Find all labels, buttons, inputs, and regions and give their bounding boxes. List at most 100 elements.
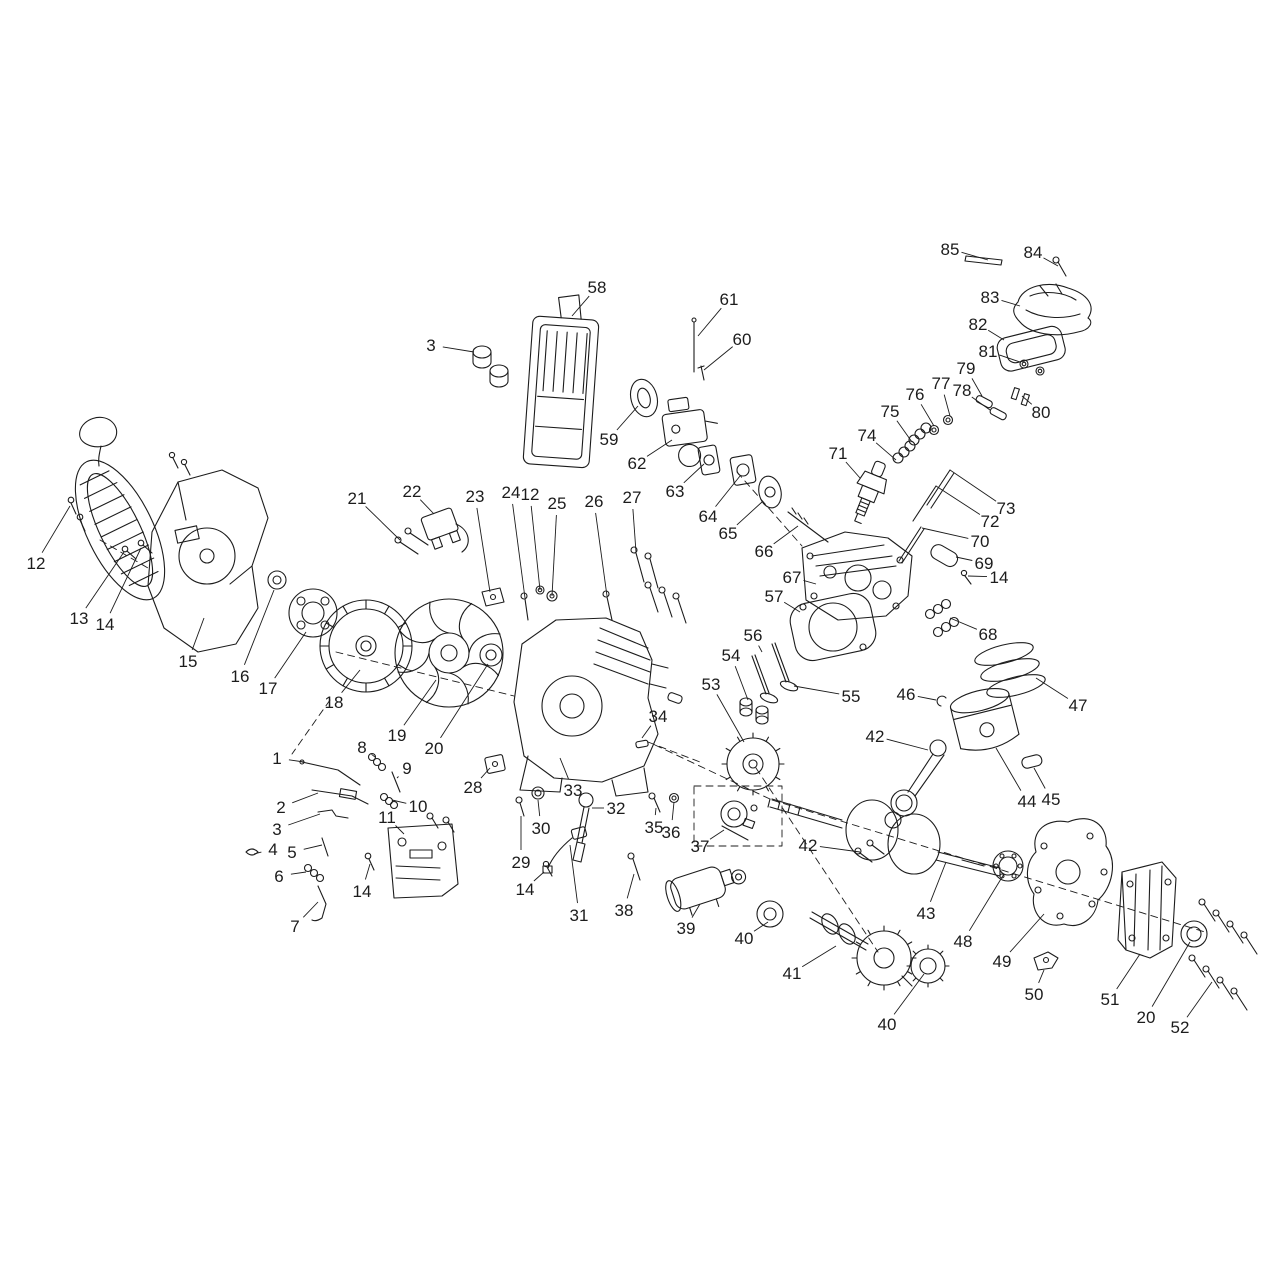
part-callout-68-18: 68: [979, 625, 998, 644]
part-callout-57-74: 57: [765, 587, 784, 606]
part-callout-83-2: 83: [981, 288, 1000, 307]
leader-line-28-47: [480, 767, 491, 779]
leader-line-41-61: [801, 945, 837, 968]
piston: [949, 687, 1020, 751]
part-callout-50-67: 50: [1025, 985, 1044, 1004]
part-callout-85-0: 85: [941, 240, 960, 259]
part-callout-73-13: 73: [997, 499, 1016, 518]
part-callout-70-15: 70: [971, 532, 990, 551]
leader-line-9-83: [396, 776, 399, 779]
part-callout-37-57: 37: [691, 837, 710, 856]
leader-line-43-64: [929, 861, 947, 902]
crank-bearing: [992, 850, 1024, 882]
part-callout-15-33: 15: [179, 652, 198, 671]
leader-line-30-48: [537, 799, 541, 817]
leader-line-75-10: [896, 420, 913, 443]
leader-line-33-52: [559, 757, 569, 780]
leader-line-64-22: [715, 475, 741, 507]
blower-fan-wheel: [394, 598, 504, 708]
oil-sensor: [542, 826, 588, 874]
leader-line-77-7: [943, 394, 951, 417]
leader-line-26-45: [595, 512, 608, 597]
flywheel: [319, 599, 413, 693]
leader-line-36-56: [671, 801, 675, 821]
part-callout-12-43: 12: [521, 485, 540, 504]
leader-line-15-33: [191, 617, 205, 650]
starter-cup: [267, 570, 287, 590]
part-callout-55-75: 55: [842, 687, 861, 706]
cover-gasket: [996, 325, 1066, 372]
head-gasket: [789, 592, 877, 662]
leader-line-83-2: [1001, 299, 1021, 307]
part-callout-49-66: 49: [993, 952, 1012, 971]
engine-illustration: [67, 255, 1258, 1011]
camshaft: [809, 911, 917, 991]
leader-line-38-58: [626, 873, 635, 899]
valve-cover: [1013, 283, 1092, 336]
cylinder-head: [801, 531, 913, 621]
part-callout-52-70: 52: [1171, 1018, 1190, 1037]
part-callout-74-11: 74: [858, 426, 877, 445]
piston-rings: [974, 642, 1046, 698]
leader-line-14-32: [109, 547, 142, 614]
carburetor-gasket: [629, 378, 659, 418]
leader-line-85-0: [961, 251, 989, 261]
leader-line-39-59: [691, 903, 701, 918]
part-callout-71-12: 71: [829, 444, 848, 463]
part-callout-56-73: 56: [744, 626, 763, 645]
part-callout-5-89: 5: [287, 843, 296, 862]
leader-line-79-5: [971, 378, 983, 397]
part-callout-64-22: 64: [699, 507, 718, 526]
part-callout-27-46: 27: [623, 488, 642, 507]
part-callout-30-48: 30: [532, 819, 551, 838]
valves: [751, 642, 799, 704]
part-callout-77-7: 77: [932, 374, 951, 393]
leader-line-14-50: [533, 871, 545, 882]
leader-line-17-35: [274, 631, 307, 679]
leader-line-37-57: [709, 829, 725, 840]
oil-dipstick: [572, 792, 594, 863]
cover-bolt: [1052, 256, 1067, 277]
leader-line-61-26: [697, 307, 722, 337]
leader-line-48-65: [968, 873, 1005, 932]
leader-line-20-38: [440, 663, 489, 739]
leader-line-2-84: [292, 792, 319, 804]
part-callout-78-6: 78: [953, 381, 972, 400]
oil-splasher: [1033, 951, 1059, 971]
part-callout-60-27: 60: [733, 330, 752, 349]
leader-line-4-88: [253, 851, 262, 855]
leader-line-47-77: [1035, 677, 1069, 699]
head-studs: [787, 507, 829, 543]
part-callout-10-86: 10: [409, 797, 428, 816]
part-callout-40-60: 40: [735, 929, 754, 948]
part-callout-67-19: 67: [783, 568, 802, 587]
starter-screws: [67, 451, 191, 560]
leader-line-74-11: [875, 442, 897, 461]
pin-clip: [936, 695, 947, 707]
leader-line-7-92: [302, 901, 319, 918]
leader-line-27-46: [632, 508, 637, 553]
leader-line-45-80: [1033, 767, 1046, 789]
spark-plug: [854, 460, 887, 525]
part-callout-25-44: 25: [548, 494, 567, 513]
part-callout-22-40: 22: [403, 482, 422, 501]
leader-line-54-72: [734, 666, 749, 701]
leader-line-6-90: [290, 871, 307, 875]
part-callout-39-59: 39: [677, 919, 696, 938]
leader-line-78-6: [971, 396, 991, 411]
leader-line-12-43: [530, 505, 541, 591]
leader-line-51-68: [1116, 953, 1141, 990]
leader-line-5-89: [303, 844, 323, 850]
leader-line-65-21: [736, 501, 763, 526]
part-callout-12-30: 12: [27, 554, 46, 573]
leader-line-66-20: [773, 525, 799, 545]
part-callout-26-45: 26: [585, 492, 604, 511]
cap-plugs: [472, 345, 509, 388]
part-callout-46-76: 46: [897, 685, 916, 704]
part-callout-9-83: 9: [402, 759, 411, 778]
leader-line-63-23: [683, 463, 705, 484]
leader-line-62-24: [646, 439, 673, 457]
leader-line-67-19: [803, 579, 817, 585]
part-callout-76-8: 76: [906, 385, 925, 404]
leader-line-52-70: [1186, 981, 1213, 1018]
